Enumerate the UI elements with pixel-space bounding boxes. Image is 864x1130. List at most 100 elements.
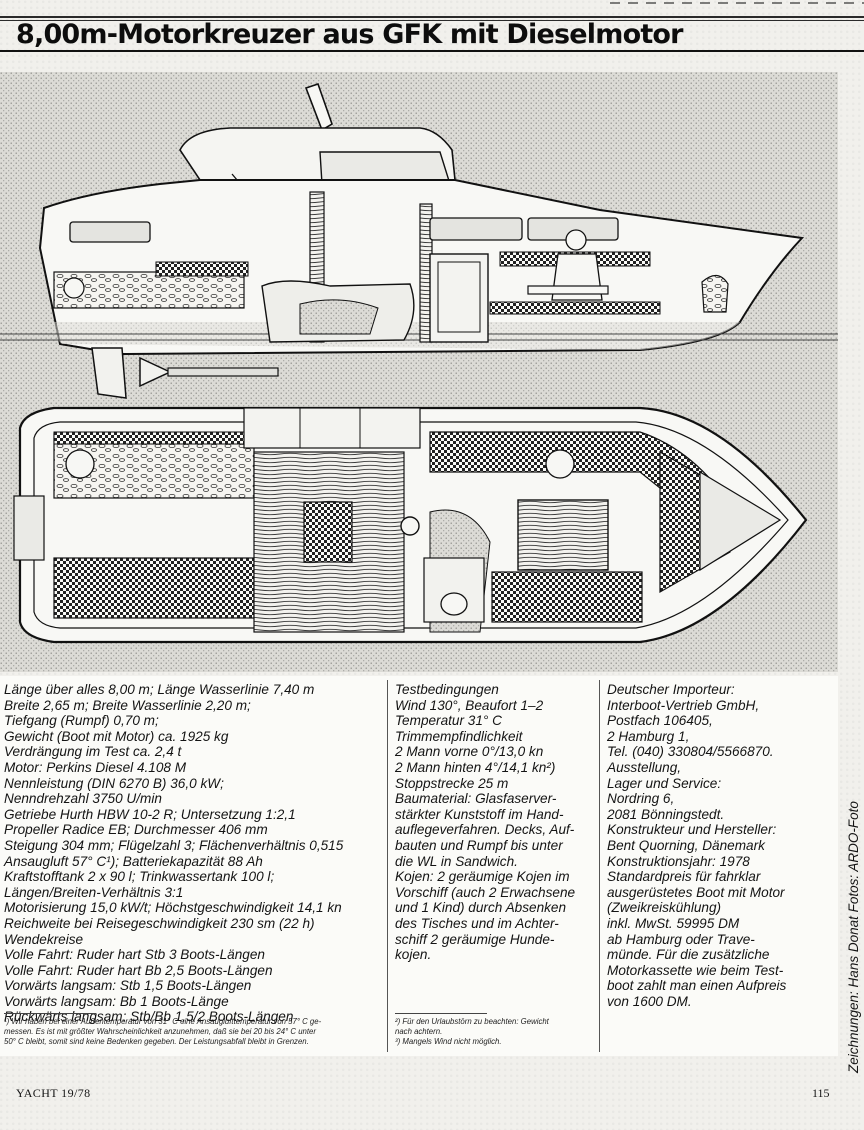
footnote-line: ²) Für den Urlaubstörn zu beachten: Gewi… [395,1017,549,1026]
test-line: stärkter Kunststoff im Hand- [395,806,564,822]
spec-line: Verdrängung im Test ca. 2,4 t [4,744,182,760]
page-number: 115 [812,1086,830,1100]
spec-line: Nennleistung (DIN 6270 B) 36,0 kW; [4,775,224,791]
spec-line: Tiefgang (Rumpf) 0,70 m; [4,713,159,729]
test-line: Temperatur 31° C [395,713,502,729]
importer-line: von 1600 DM. [607,993,692,1009]
importer-line: Tel. (040) 330804/5566870. [607,744,774,760]
anchor-locker [699,470,782,572]
mast-icon [304,82,333,132]
propeller-shaft [167,367,279,377]
spec-line: Kraftstofftank 2 x 90 l; Trinkwassertank… [4,869,275,885]
importer-line: boot zahlt man einen Aufpreis [607,978,787,994]
bow-bag-icon [701,274,729,313]
column-divider-2 [599,680,600,1052]
spec-line: Getriebe Hurth HBW 10-2 R; Untersetzung … [4,806,296,822]
test-line: Stoppstrecke 25 m [395,775,509,791]
test-line: Baumaterial: Glasfaserver- [395,791,557,807]
spec-line: Gewicht (Boot mit Motor) ca. 1925 kg [4,728,229,744]
headline-rule [0,50,864,52]
test-line: 2 Mann vorne 0°/13,0 kn [395,744,544,760]
rudder-icon [91,347,127,399]
spec-line: Wendekreise [4,931,84,947]
footnote-rule-right [395,1013,487,1014]
test-line: kojen. [395,947,432,963]
importer-line: Lager und Service: [607,775,722,791]
spec-line: Vorwärts langsam: Bb 1 Boots-Länge [4,993,229,1009]
person-plan-icon [545,449,575,479]
toilet-icon [440,592,468,616]
footnote-line: 50° C bleibt, somit sind keine Bedenken … [4,1037,309,1046]
importer-line: 2081 Bönningstedt. [607,806,725,822]
spec-line: Propeller Radice EB; Durchmesser 406 mm [4,822,268,838]
steering-wheel-icon [400,516,420,536]
header-rule-top [0,16,864,18]
importer-line: Bent Quorning, Dänemark [607,837,765,853]
test-line: Wind 130°, Beaufort 1–2 [395,697,544,713]
test-line: des Tisches und im Achter- [395,915,559,931]
cabinet-door [429,253,489,343]
importer-line: Ausstellung, [607,759,682,775]
spec-line: Motor: Perkins Diesel 4.108 M [4,759,187,775]
test-line: Kojen: 2 geräumige Kojen im [395,869,570,885]
footnotes-right: ²) Für den Urlaubstörn zu beachten: Gewi… [395,1017,595,1047]
footnote-line: ³) Mangels Wind nicht möglich. [395,1037,502,1046]
specifications-panel: Länge über alles 8,00 m; Länge Wasserlin… [0,676,838,1056]
footnotes-left: ¹) Wir haben bei einer Außentemperatur v… [4,1017,382,1047]
illustration-canvas [0,72,838,672]
test-line: schiff 2 geräumige Hunde- [395,931,555,947]
test-line: bauten und Rumpf bis unter [395,837,563,853]
importer-line: (Zweikreiskühlung) [607,900,722,916]
boat-illustrations [0,72,838,672]
page-headline: 8,00m-Motorkreuzer aus GFK mit Dieselmot… [16,19,684,50]
aft-berth [53,271,245,309]
plan-aft-berth-2 [53,557,255,619]
test-line: Vorschiff (auch 2 Erwachsene [395,884,576,900]
footnote-rule-left [4,1013,96,1014]
footnote-line: messen. Es ist mit größter Wahrscheinlic… [4,1027,316,1036]
top-dashes [610,2,864,4]
test-line: und 1 Kind) durch Absenken [395,900,567,916]
importer-line: Deutscher Importeur: [607,682,735,697]
header-rule-thin [0,20,864,21]
saloon-table [517,499,609,571]
column-divider-1 [387,680,388,1052]
importer-line: 2 Hamburg 1, [607,728,690,744]
specs-column-importer: Deutscher Importeur:Interboot-Vertrieb G… [607,682,829,1009]
spec-line: Länge über alles 8,00 m; Länge Wasserlin… [4,682,315,697]
photo-credit: Zeichnungen: Hans Donat Fotos: ARDO-Foto [846,801,861,1073]
table-icon [527,285,609,295]
spec-line: Längen/Breiten-Verhältnis 3:1 [4,884,184,900]
spec-line: Nenndrehzahl 3750 U/min [4,791,162,807]
spec-line: Steigung 304 mm; Flügelzahl 3; Flächenve… [4,837,344,853]
importer-line: Motorkassette wie beim Test- [607,962,784,978]
plan-view [13,406,808,644]
footnote-line: ¹) Wir haben bei einer Außentemperatur v… [4,1017,322,1026]
importer-line: münde. Für die zusätzliche [607,947,770,963]
sleeping-person-icon [63,277,85,299]
locker-row [243,407,421,449]
test-line: Testbedingungen [395,682,499,697]
spec-line: Volle Fahrt: Ruder hart Bb 2,5 Boots-Län… [4,962,273,978]
test-line: die WL in Sandwich. [395,853,518,869]
spec-line: Breite 2,65 m; Breite Wasserlinie 2,20 m… [4,697,251,713]
importer-line: Postfach 106405, [607,713,713,729]
profile-view [0,82,838,399]
seated-person-icon [565,229,587,251]
importer-line: Nordring 6, [607,791,675,807]
spec-line: Motorisierung 15,0 kW/t; Höchstgeschwind… [4,900,342,916]
footnote-line: nach achtern. [395,1027,443,1036]
specs-column-technical: Länge über alles 8,00 m; Länge Wasserlin… [4,682,380,1025]
importer-line: Konstruktionsjahr: 1978 [607,853,750,869]
magazine-issue: YACHT 19/78 [16,1086,91,1100]
test-line: Trimmempfindlichkeit [395,728,523,744]
importer-line: Konstrukteur und Hersteller: [607,822,777,838]
spec-line: Volle Fahrt: Ruder hart Stb 3 Boots-Läng… [4,947,265,963]
importer-line: ab Hamburg oder Trave- [607,931,755,947]
importer-line: ausgerüstetes Boot mit Motor [607,884,785,900]
helm-seat [303,501,353,563]
test-line: auflegeverfahren. Decks, Auf- [395,822,575,838]
test-line: 2 Mann hinten 4°/14,1 kn²) [395,759,556,775]
